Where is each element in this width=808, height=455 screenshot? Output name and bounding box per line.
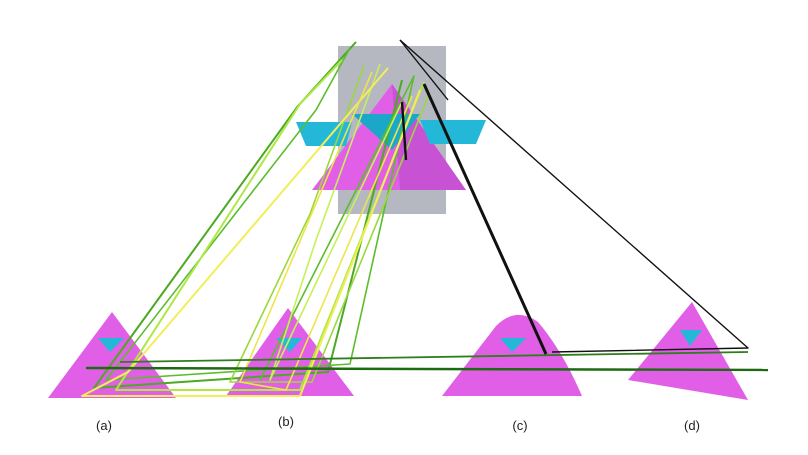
panel-labels: (a) (b) (c) (d) bbox=[96, 414, 700, 433]
black-line-3 bbox=[399, 39, 449, 101]
dark-green-line-2 bbox=[119, 351, 749, 363]
black-line-2 bbox=[400, 101, 408, 161]
shape-a bbox=[48, 312, 176, 398]
shape-d-triangle bbox=[628, 302, 748, 400]
connection-lines bbox=[81, 39, 769, 397]
light-green-path-3 bbox=[269, 63, 403, 381]
black-line-1 bbox=[422, 83, 548, 355]
light-green-path-1 bbox=[115, 59, 425, 391]
green-path-2 bbox=[105, 47, 415, 381]
shape-d bbox=[628, 302, 748, 400]
dark-green-line-1 bbox=[85, 366, 769, 372]
yellow-path-1 bbox=[81, 67, 421, 397]
shape-a-triangle bbox=[48, 312, 176, 398]
right-cyan-wing bbox=[420, 120, 486, 144]
black-triangle-path bbox=[399, 39, 749, 353]
panel-label-b: (b) bbox=[278, 414, 294, 429]
shape-c-wedge bbox=[500, 338, 526, 352]
panel-label-a: (a) bbox=[96, 418, 112, 433]
shape-a-wedge bbox=[98, 338, 124, 352]
shape-d-wedge bbox=[680, 330, 702, 346]
light-green-path-2 bbox=[229, 65, 431, 383]
yellow-path-2 bbox=[239, 71, 413, 391]
panel-label-c: (c) bbox=[512, 418, 527, 433]
panel-label-d: (d) bbox=[684, 418, 700, 433]
